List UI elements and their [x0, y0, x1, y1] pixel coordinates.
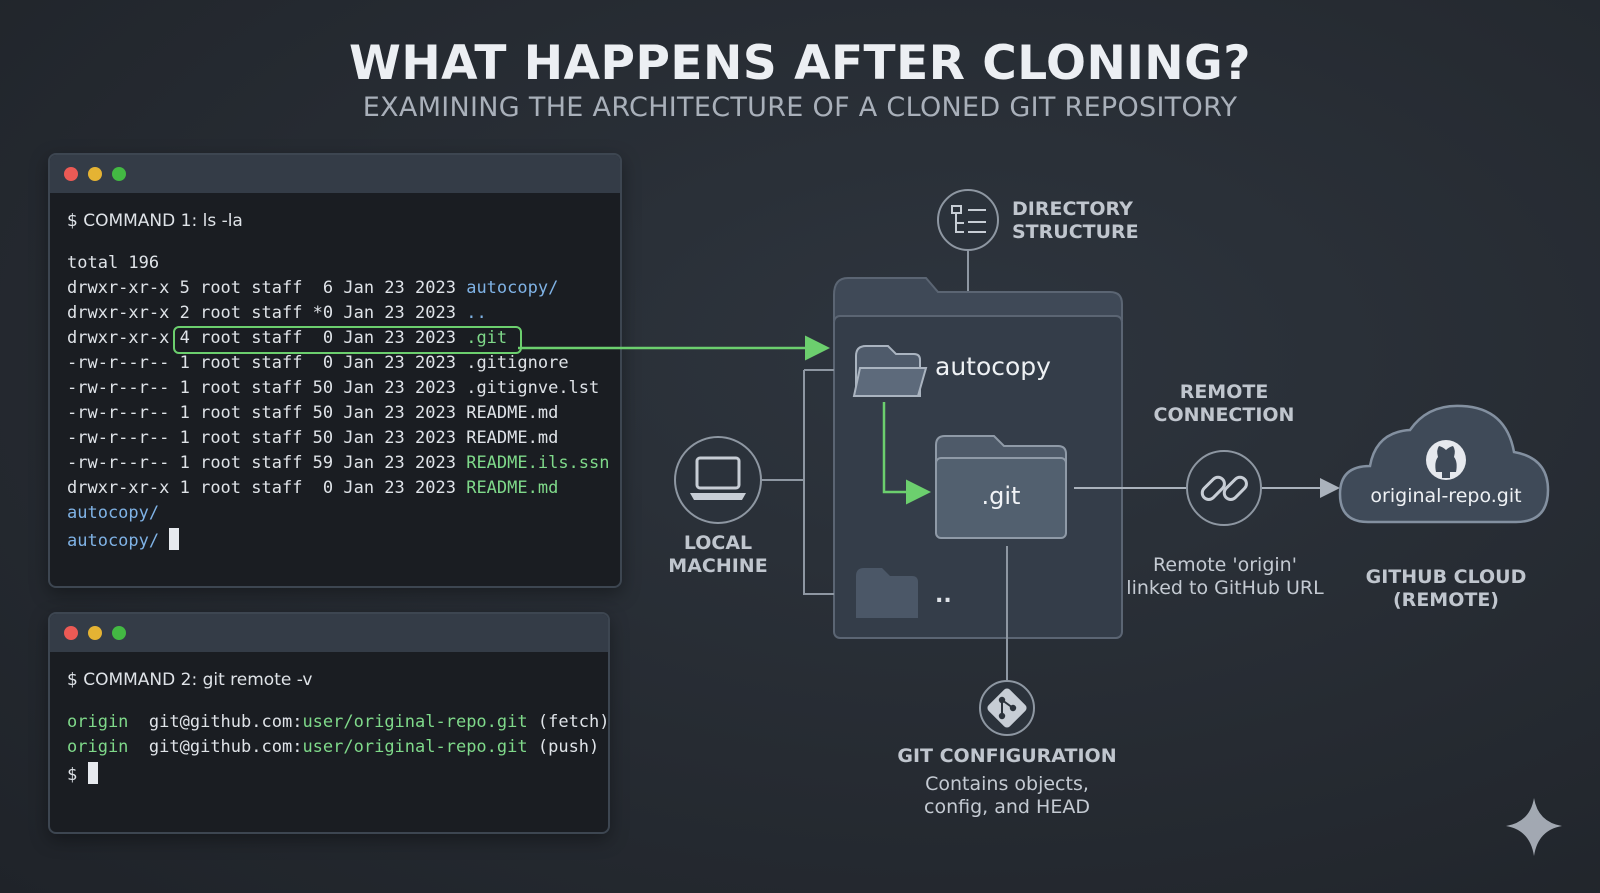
page-title: WHAT HAPPENS AFTER CLONING?: [348, 36, 1251, 91]
table-row: drwxr-xr-x 2 root staff *0 Jan 23 2023 .…: [67, 303, 487, 323]
table-row: drwxr-xr-x 1 root staff 0 Jan 23 2023 RE…: [67, 478, 559, 498]
folder-label-parent: ..: [935, 583, 952, 608]
terminal-window-1: $ COMMAND 1: ls -la total 196 drwxr-xr-x…: [48, 153, 622, 588]
terminal-titlebar: [50, 614, 608, 652]
close-window-button[interactable]: [64, 167, 78, 181]
prompt-line[interactable]: autocopy/: [67, 528, 180, 551]
cloud-repo-label: original-repo.git: [1370, 485, 1522, 507]
github-icon: [1426, 440, 1466, 480]
table-row: origin git@github.com:user/original-repo…: [67, 737, 600, 757]
table-row: -rw-r--r-- 1 root staff 50 Jan 23 2023 R…: [67, 428, 559, 448]
git-configuration-description: Contains objects,config, and HEAD: [924, 773, 1090, 818]
command-line: $ COMMAND 2: git remote -v: [67, 670, 313, 690]
total-line: total 196: [67, 253, 160, 273]
folder-label-autocopy: autocopy: [935, 352, 1051, 381]
open-folder-icon: [852, 345, 928, 397]
table-row: -rw-r--r-- 1 root staff 59 Jan 23 2023 R…: [67, 453, 610, 473]
sparkle-icon: [1506, 798, 1562, 856]
table-row: -rw-r--r-- 1 root staff 0 Jan 23 2023 .g…: [67, 353, 569, 373]
table-row-git-highlighted: drwxr-xr-x 4 root staff 0 Jan 23 2023 .g…: [67, 328, 508, 348]
parent-folder-icon: [856, 568, 918, 618]
table-row: -rw-r--r-- 1 root staff 50 Jan 23 2023 .…: [67, 378, 600, 398]
maximize-window-button[interactable]: [112, 626, 126, 640]
git-row-highlight: [173, 326, 522, 354]
table-row: drwxr-xr-x 5 root staff 6 Jan 23 2023 au…: [67, 278, 559, 298]
close-window-button[interactable]: [64, 626, 78, 640]
minimize-window-button[interactable]: [88, 626, 102, 640]
maximize-window-button[interactable]: [112, 167, 126, 181]
folder-label-git: .git: [981, 482, 1021, 510]
autocopy-to-git-arrow: [882, 402, 931, 505]
git-folder-icon: [935, 435, 1067, 539]
command-line: $ COMMAND 1: ls -la: [67, 211, 243, 231]
table-row: origin git@github.com:user/original-repo…: [67, 712, 610, 732]
text-cursor: [87, 762, 98, 784]
remote-description: Remote 'origin'linked to GitHub URL: [1126, 554, 1324, 599]
link-icon: [1186, 450, 1262, 526]
github-cloud-label: GITHUB CLOUD(REMOTE): [1365, 566, 1527, 611]
terminal-window-2: $ COMMAND 2: git remote -v origin git@gi…: [48, 612, 610, 834]
list-item: autocopy/: [67, 503, 160, 523]
minimize-window-button[interactable]: [88, 167, 102, 181]
git-configuration-label: GIT CONFIGURATION: [897, 745, 1117, 767]
repository-folder-icon: [833, 277, 1123, 321]
text-cursor: [169, 528, 180, 550]
laptop-icon: [674, 436, 762, 524]
git-logo-icon: [979, 680, 1035, 736]
page-subtitle: EXAMINING THE ARCHITECTURE OF A CLONED G…: [362, 92, 1238, 123]
terminal-titlebar: [50, 155, 620, 193]
directory-tree-icon: [937, 189, 999, 251]
table-row: -rw-r--r-- 1 root staff 50 Jan 23 2023 R…: [67, 403, 559, 423]
prompt-line[interactable]: $: [67, 762, 98, 785]
